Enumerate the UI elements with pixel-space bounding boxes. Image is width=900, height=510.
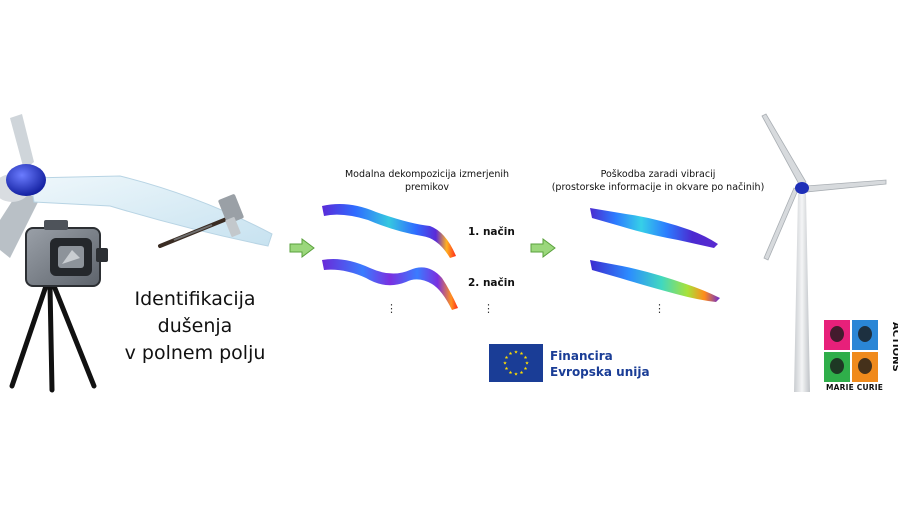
modal-caption: Modalna dekompozicija izmerjenih premiko… — [312, 168, 542, 194]
marie-curie-actions-text: ACTIONS — [890, 322, 898, 372]
mode-ellipsis-label: ⋮ — [483, 302, 494, 315]
mode-2-label: 2. način — [468, 277, 515, 289]
eu-star-icon — [523, 355, 528, 360]
eu-funding-line-2: Evropska unija — [550, 365, 650, 379]
modal-caption-line-2: premikov — [404, 182, 450, 193]
turbine-camera-illustration — [0, 114, 273, 393]
eu-star-icon — [519, 370, 524, 375]
marie-curie-text: MARIE CURIE — [826, 383, 884, 392]
wind-turbine-illustration — [761, 113, 887, 392]
arrow-right-icon — [289, 238, 315, 258]
tower — [794, 194, 810, 392]
damage-mode-2-shape — [590, 260, 720, 302]
turbine-blade-right — [805, 179, 887, 193]
damage-maps — [590, 208, 720, 302]
eu-star-icon — [519, 351, 524, 356]
marie-curie-logo — [824, 320, 878, 382]
damage-ellipsis: ⋮ — [654, 302, 665, 315]
damage-caption-line-1: Poškodba zaradi vibracij — [600, 169, 716, 180]
eu-funding-text: Financira Evropska unija — [550, 348, 650, 380]
mode-shapes — [322, 204, 458, 310]
modal-caption-line-1: Modalna dekompozicija izmerjenih — [344, 169, 510, 180]
damage-caption-line-2: (prostorske informacije in okvare po nač… — [551, 182, 765, 193]
tripod — [9, 283, 97, 393]
mc-side-text: ACTIONS — [890, 322, 898, 372]
eu-star-icon — [514, 350, 518, 354]
eu-star-icon — [508, 370, 513, 375]
eu-funding-line-1: Financira — [550, 349, 613, 363]
eu-flag-icon — [489, 344, 543, 382]
turbine-blade-down — [763, 187, 799, 261]
main-title: Identifikacija dušenja v polnem polju — [95, 286, 295, 367]
arrow-right-icon — [530, 238, 556, 258]
turbine-blade-up — [761, 113, 807, 187]
main-title-line-1: Identifikacija dušenja — [134, 288, 256, 337]
long-blade — [29, 175, 273, 247]
eu-star-icon — [514, 372, 518, 376]
eu-star-icon — [508, 351, 513, 356]
lower-blade — [0, 192, 40, 258]
mode-2-shape — [322, 259, 458, 310]
camera-icon — [25, 220, 108, 287]
turbine-hub — [795, 182, 809, 194]
damage-mode-1-shape — [590, 208, 718, 248]
main-title-line-2: v polnem polju — [124, 342, 266, 364]
hammer-icon — [158, 194, 244, 248]
mode-1-label: 1. način — [468, 226, 515, 238]
mode-1-shape — [322, 204, 456, 258]
damage-caption: Poškodba zaradi vibracij (prostorske inf… — [548, 168, 768, 194]
hub — [6, 164, 46, 196]
eu-star-icon — [503, 361, 507, 365]
eu-star-icon — [504, 355, 509, 360]
upper-blade — [10, 114, 34, 170]
eu-star-icon — [523, 366, 528, 371]
mode-ellipsis-shape: ⋮ — [386, 302, 397, 315]
eu-star-icon — [504, 366, 509, 371]
eu-star-icon — [525, 361, 529, 365]
